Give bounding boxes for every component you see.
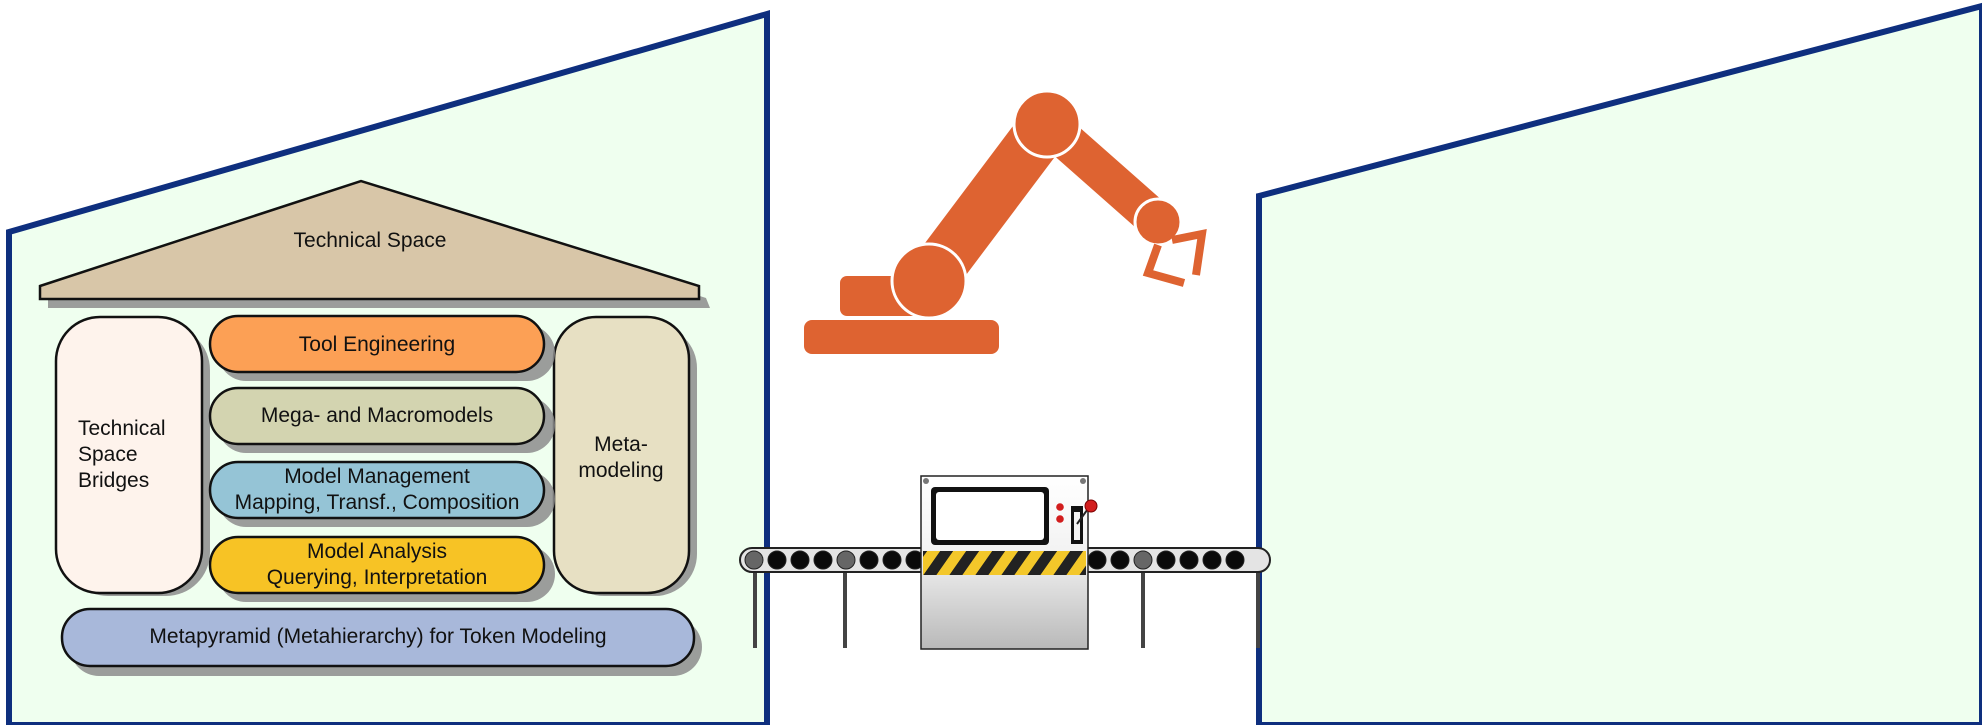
- model-management-line-1: Model Management: [284, 464, 470, 490]
- processing-machine-icon: [921, 476, 1097, 649]
- technical-space-bridges-label: Technical Space Bridges: [78, 416, 198, 496]
- metamodeling-label-line-2: modeling: [578, 458, 663, 484]
- metamodeling-label-line-1: Meta-: [594, 432, 648, 458]
- conveyor-roller: [860, 551, 878, 569]
- right-factory-building: [1259, 6, 1982, 725]
- conveyor-roller: [768, 551, 786, 569]
- conveyor-roller: [837, 551, 855, 569]
- conveyor-roller: [1157, 551, 1175, 569]
- model-analysis-line-1: Model Analysis: [307, 539, 447, 565]
- model-analysis-line-2: Querying, Interpretation: [267, 565, 488, 591]
- metamodeling-label: Meta- modeling: [561, 428, 681, 488]
- conveyor-roller: [1088, 551, 1106, 569]
- conveyor-roller: [745, 551, 763, 569]
- model-management-label: Model Management Mapping, Transf., Compo…: [210, 464, 544, 516]
- conveyor-roller: [1226, 551, 1244, 569]
- roof-label: Technical Space: [230, 226, 510, 256]
- foundation-label: Metapyramid (Metahierarchy) for Token Mo…: [62, 622, 694, 652]
- conveyor-roller: [814, 551, 832, 569]
- model-analysis-label: Model Analysis Querying, Interpretation: [210, 539, 544, 591]
- conveyor-roller: [1180, 551, 1198, 569]
- robot-arm-icon: [804, 91, 1202, 354]
- tool-engineering-label: Tool Engineering: [210, 330, 544, 360]
- mega-macromodels-label: Mega- and Macromodels: [210, 401, 544, 431]
- bridges-label-line-1: Technical: [78, 416, 166, 442]
- bridges-label-line-2: Space: [78, 442, 138, 468]
- conveyor-roller: [883, 551, 901, 569]
- conveyor-roller: [791, 551, 809, 569]
- conveyor-roller: [1134, 551, 1152, 569]
- conveyor-roller: [1111, 551, 1129, 569]
- model-management-line-2: Mapping, Transf., Composition: [235, 490, 520, 516]
- conveyor-roller: [1203, 551, 1221, 569]
- bridges-label-line-3: Bridges: [78, 468, 149, 494]
